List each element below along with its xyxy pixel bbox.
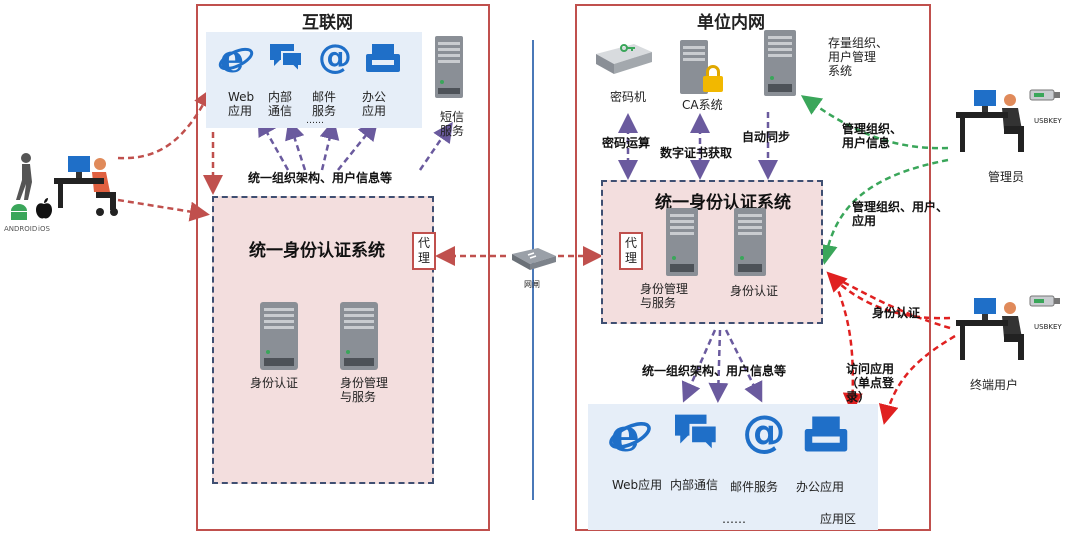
gateway-icon: [508, 244, 558, 276]
storage-server-icon: [760, 28, 800, 102]
server-label-auth: 身份认证: [250, 376, 299, 390]
intranet-proxy-badge: 代理: [619, 232, 643, 270]
crypto-label: 密码机: [610, 90, 647, 104]
internet-sync-label: 统一组织架构、用户信息等: [248, 171, 393, 185]
ca-label: CA系统: [682, 98, 723, 112]
tray-icon[interactable]: [364, 42, 402, 78]
ie-icon[interactable]: e: [608, 408, 652, 462]
internet-proxy-badge: 代理: [412, 232, 436, 270]
app-zone-label: 应用区: [820, 512, 857, 526]
gateway-label: 网闸: [524, 280, 540, 289]
android-label: ANDROID: [4, 225, 38, 233]
intranet-apps-ellipsis: ……: [722, 512, 746, 526]
chat-icon[interactable]: [268, 42, 304, 78]
ca-server-icon: [678, 38, 726, 100]
at-icon[interactable]: @: [318, 37, 352, 78]
flow-sync-label: 自动同步: [742, 130, 791, 144]
intranet-auth-server-icon: [730, 206, 770, 282]
flow-crypto-label: 密码运算: [602, 136, 651, 150]
internet-auth-title: 统一身份认证系统: [249, 241, 385, 261]
server-label-mgmt: 身份管理 与服务: [340, 376, 389, 404]
terminal-user-label: 终端用户: [970, 378, 1019, 392]
ios-label: iOS: [38, 225, 50, 233]
arrow-admin-to-auth: [817, 158, 949, 265]
internet-zone-title: 互联网: [302, 13, 353, 33]
admin-label: 管理员: [988, 170, 1025, 184]
flow-cert-label: 数字证书获取: [660, 146, 733, 160]
usbkey-icon: [1028, 84, 1062, 108]
arrow-user-to-auth: [117, 198, 210, 222]
svg-text:@: @: [742, 408, 785, 454]
admin-arrow1-label: 管理组织、 用户信息: [842, 122, 903, 150]
intranet-app-label-mail: 邮件服务: [730, 480, 779, 494]
legacy-system-label: 存量组织、 用户管理 系统: [828, 36, 889, 78]
intranet-zone: [575, 4, 931, 531]
ie-icon[interactable]: e: [218, 36, 254, 81]
chat-icon[interactable]: [672, 412, 720, 458]
internet-zone: [196, 4, 490, 531]
crypto-machine-icon: [594, 38, 654, 86]
intranet-zone-title: 单位内网: [697, 13, 765, 33]
terminal-arrow2-label: 访问应用 （单点登 录）: [846, 362, 895, 404]
mgmt-server-icon: [336, 298, 382, 376]
intranet-app-label-office: 办公应用: [796, 480, 845, 494]
intranet-server-label-auth: 身份认证: [730, 284, 779, 298]
auth-server-icon: [256, 298, 302, 376]
intranet-sync-label: 统一组织架构、用户信息等: [642, 364, 787, 378]
admin-arrow2-label: 管理组织、用户、 应用: [852, 200, 949, 228]
terminal-arrow1-label: 身份认证: [872, 306, 921, 320]
sms-label: 短信 服务: [440, 110, 465, 138]
android-icon: [8, 202, 30, 224]
intranet-mgmt-server-icon: [662, 206, 702, 282]
intranet-app-label-chat: 内部通信: [670, 478, 719, 492]
sms-server-icon: [432, 34, 466, 104]
admin-usbkey-label: USBKEY: [1034, 117, 1062, 125]
terminal-usbkey-label: USBKEY: [1034, 323, 1062, 331]
tray-icon[interactable]: [802, 414, 850, 458]
intranet-server-label-mgmt: 身份管理 与服务: [640, 282, 689, 310]
usbkey-icon: [1028, 290, 1062, 314]
svg-text:@: @: [318, 38, 352, 74]
at-icon[interactable]: @: [742, 407, 786, 458]
app-label-chat: 内部 通信: [268, 90, 293, 118]
arrow-user-to-web: [117, 87, 213, 160]
app-label-web: Web 应用: [228, 90, 255, 118]
apple-icon: [34, 198, 54, 224]
mobile-user-figure: [6, 150, 124, 234]
apps-ellipsis: ……: [306, 116, 324, 126]
app-label-mail: 邮件 服务: [312, 90, 337, 118]
admin-figure: [950, 82, 1030, 168]
intranet-app-label-web: Web应用: [612, 478, 663, 492]
app-label-office: 办公 应用: [362, 90, 387, 118]
internet-auth-system: [212, 196, 434, 484]
terminal-user-figure: [950, 290, 1030, 376]
